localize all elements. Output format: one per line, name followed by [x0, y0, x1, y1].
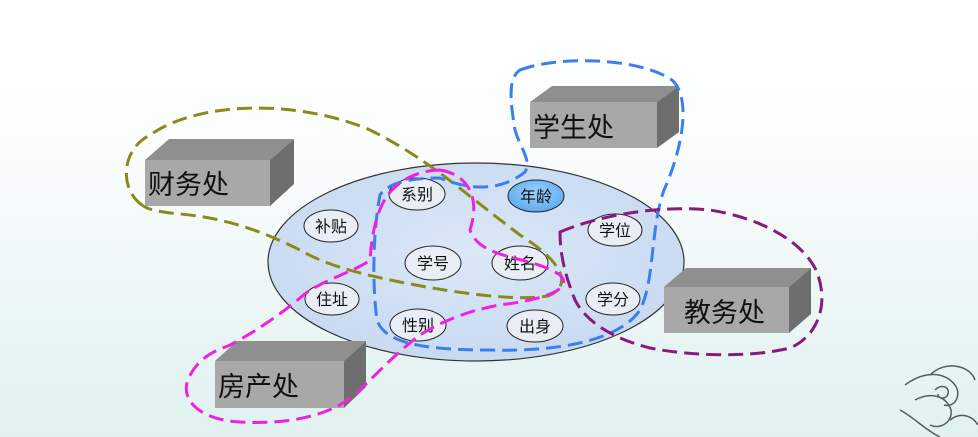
attribute-zhuzhi: 住址 — [304, 282, 360, 316]
attribute-nianling: 年龄 — [507, 179, 565, 213]
view-outline-fangchan — [184, 168, 565, 424]
attribute-label: 学位 — [599, 221, 631, 240]
dept-box-caiwu: 财务处 — [145, 139, 294, 206]
dept-label: 教务处 — [684, 298, 765, 329]
view-outline-jiaowu — [558, 207, 824, 357]
dept-box-fangchan: 房产处 — [215, 341, 366, 408]
attribute-label: 住址 — [316, 290, 348, 309]
attribute-xuefen: 学分 — [585, 282, 641, 316]
attribute-label: 性别 — [402, 316, 434, 335]
dept-box-xuesheng: 学生处 — [530, 86, 679, 148]
dept-label: 学生处 — [533, 113, 614, 144]
attribute-chushen: 出身 — [506, 309, 564, 343]
attribute-label: 学分 — [597, 290, 629, 309]
attribute-xibie: 系别 — [388, 177, 446, 211]
dept-box-jiaowu: 教务处 — [664, 268, 811, 333]
decorative-swirl-icon — [899, 365, 978, 437]
attribute-xingming: 姓名 — [491, 245, 549, 281]
dept-label: 房产处 — [218, 372, 299, 403]
attribute-xingbie: 性别 — [389, 308, 447, 342]
dept-label: 财务处 — [148, 170, 229, 201]
attribute-xuehao: 学号 — [404, 245, 462, 281]
attribute-label: 学号 — [417, 254, 449, 273]
database-ellipse — [267, 162, 685, 362]
attribute-butie: 补贴 — [303, 209, 359, 243]
attribute-label: 出身 — [519, 317, 551, 336]
attribute-label: 年龄 — [520, 187, 552, 206]
attribute-label: 系别 — [401, 185, 433, 204]
attribute-xuewei: 学位 — [587, 213, 643, 247]
view-outline-xuesheng — [372, 59, 685, 352]
view-outline-caiwu — [124, 106, 564, 300]
attribute-label: 补贴 — [315, 217, 347, 236]
attribute-label: 姓名 — [504, 254, 536, 273]
